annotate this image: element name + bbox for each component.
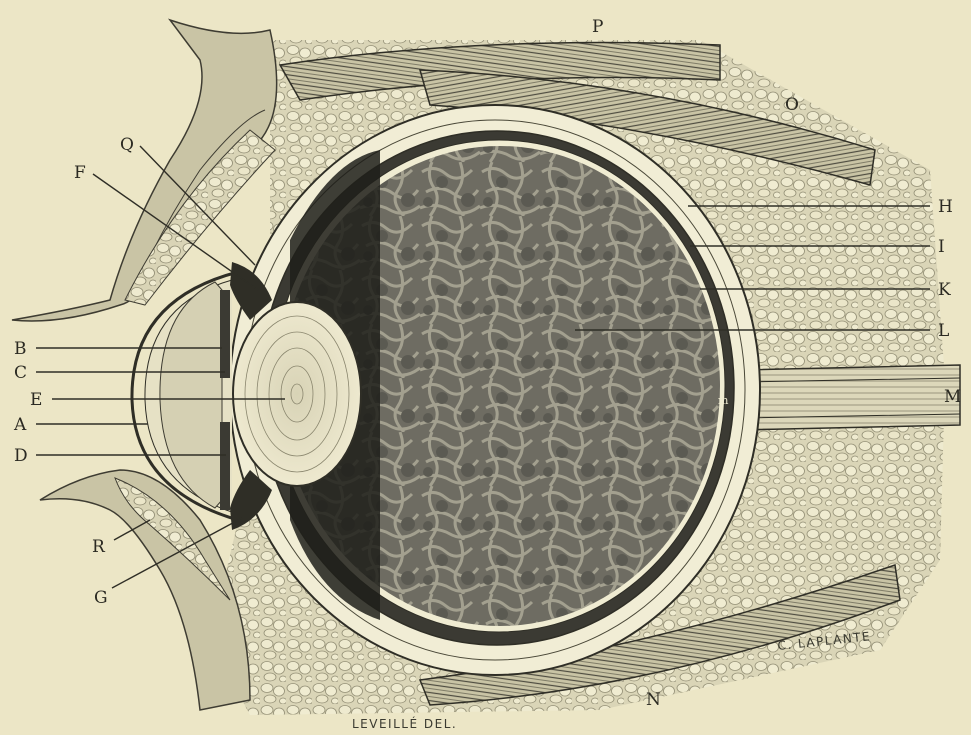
label-p: P: [592, 17, 603, 37]
label-m: m: [718, 394, 729, 407]
label-b: B: [14, 339, 27, 359]
label-e: E: [30, 390, 42, 410]
label-d: D: [14, 446, 28, 466]
optic-nerve: [733, 365, 961, 430]
label-n: N: [646, 690, 661, 710]
label-r: R: [92, 537, 106, 557]
label-i: I: [938, 237, 945, 257]
label-h: H: [938, 197, 953, 217]
label-g: G: [94, 588, 108, 608]
label-o: O: [785, 95, 799, 115]
anterior-chamber: [160, 282, 222, 508]
label-m-nerve: M: [944, 387, 961, 407]
crystalline-lens: [233, 302, 361, 486]
label-l: L: [938, 321, 949, 341]
label-f: F: [74, 163, 86, 183]
label-c: C: [14, 363, 27, 383]
label-k: K: [938, 280, 951, 300]
label-q: Q: [120, 135, 134, 155]
draftsman-credit: LEVEILLÉ DEL.: [352, 716, 457, 731]
label-a: A: [13, 415, 27, 435]
